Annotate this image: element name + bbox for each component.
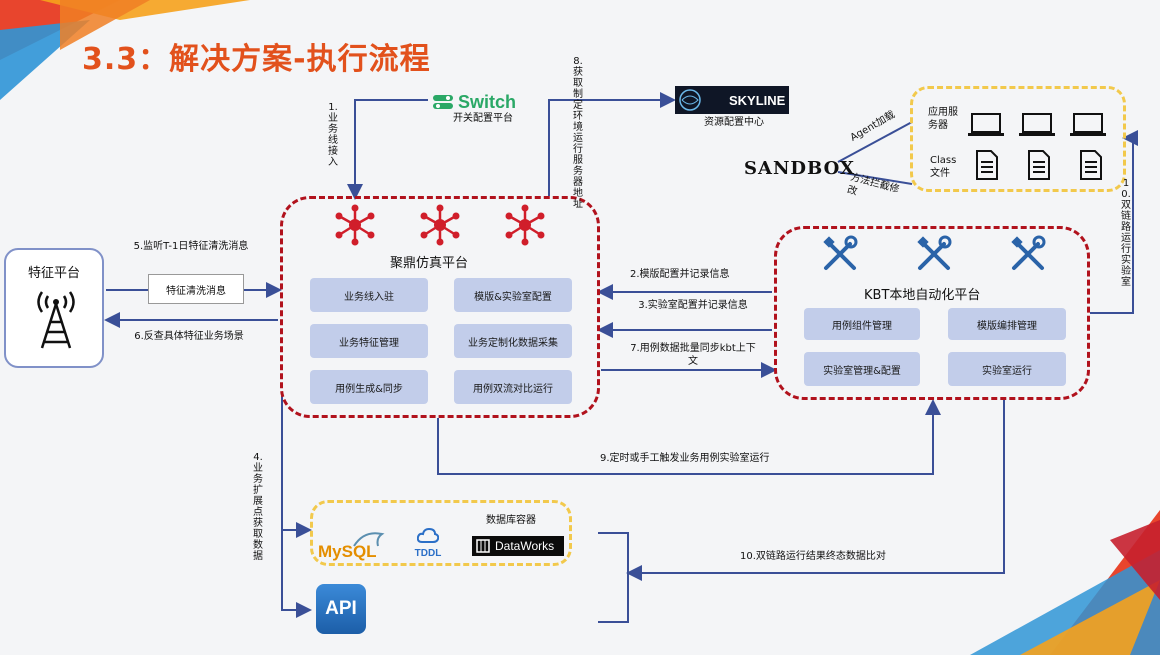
step7-label: 7.用例数据批量同步kbt上下文 [630,343,756,367]
api-icon: API [316,584,366,634]
sandbox-logo: SANDBOX [744,158,855,179]
kbt-cell-case-component-mgmt: 用例组件管理 [804,308,920,340]
tddl-logo: TDDL [410,527,446,562]
step4-label: 4.业务扩展点获取数据 [253,452,263,562]
corner-decoration-bottom-right [970,510,1160,655]
database-container [310,500,572,566]
mysql-logo: MySQL [318,528,388,564]
jd-cell-business-feature-mgmt: 业务特征管理 [310,324,428,358]
jd-cell-dual-flow-compare: 用例双流对比运行 [454,370,572,404]
kbt-platform-title: KBT本地自动化平台 [864,288,981,303]
api-text: API [325,598,357,619]
feature-message-text: 特征清洗消息 [166,285,226,297]
mysql-text: MySQL [318,542,377,561]
document-icon [1028,150,1050,180]
step8-label: 8.获取制定环境运行服务器地址 [573,56,583,210]
step3-label: 3.实验室配置并记录信息 [638,300,748,311]
dataworks-logo: DataWorks [472,536,564,556]
laptop-icon [1070,113,1106,136]
kbt-cell-lab-mgmt-config: 实验室管理&配置 [804,352,920,386]
network-node-icon [335,204,375,246]
server-label: 应用服务器 [928,107,958,131]
dolphin-icon [353,532,385,547]
jd-cell-template-lab-config: 模版&实验室配置 [454,278,572,312]
feature-message-box: 特征清洗消息 [148,274,244,304]
document-icon [976,150,998,180]
jd-cell-custom-data-collect: 业务定制化数据采集 [454,324,572,358]
step1-label: 1.业务线接入 [328,102,338,168]
skyline-logo: SKYLINE [675,86,789,114]
step10-side-label: 10.双链路运行实验室 [1121,178,1131,288]
kbt-cell-template-orchestration: 模版编排管理 [948,308,1066,340]
db-container-label: 数据库容器 [486,515,536,526]
step5-label: 5.监听T-1日特征清洗消息 [133,241,249,252]
step9-label: 9.定时或手工触发业务用例实验室运行 [600,453,770,464]
kbt-cell-lab-run: 实验室运行 [948,352,1066,386]
kbt-automation-platform [774,226,1090,400]
dataworks-text: DataWorks [495,539,555,553]
jd-cell-business-onboarding: 业务线入驻 [310,278,428,312]
feature-platform-title: 特征平台 [27,266,80,281]
step10-label: 10.双链路运行结果终态数据比对 [740,551,886,562]
jd-cell-case-gen-sync: 用例生成&同步 [310,370,428,404]
step6-label: 6.反查具体特征业务场景 [134,331,244,342]
skyline-name: SKYLINE [729,92,786,108]
tools-icon [1011,235,1046,270]
tools-icon [823,235,858,270]
step2-label: 2.模版配置并记录信息 [630,269,730,280]
dataworks-cube-icon [476,539,490,553]
jd-platform-title: 聚鼎仿真平台 [390,256,469,271]
skyline-globe-icon [679,89,701,111]
page-title: 3.3：解决方案-执行流程 [82,42,431,77]
feature-platform: 特征平台 [4,248,104,368]
tddl-cloud-icon [416,527,440,543]
jd-simulation-platform [280,196,600,418]
class-file-label: Class文件 [930,155,957,179]
tddl-text: TDDL [414,548,442,559]
network-node-icon [505,204,545,246]
network-node-icon [420,204,460,246]
sandbox-target-box [910,86,1126,192]
tools-icon [917,235,952,270]
laptop-icon [968,113,1004,136]
switch-name: Switch [458,91,517,112]
switch-toggle-icon [433,95,453,109]
laptop-icon [1019,113,1055,136]
corner-decoration-top-left [0,0,250,100]
signal-tower-icon [37,291,75,349]
switch-caption: 开关配置平台 [453,113,513,124]
skyline-caption: 资源配置中心 [704,117,764,128]
switch-logo: Switch [432,91,532,112]
document-icon [1080,150,1102,180]
